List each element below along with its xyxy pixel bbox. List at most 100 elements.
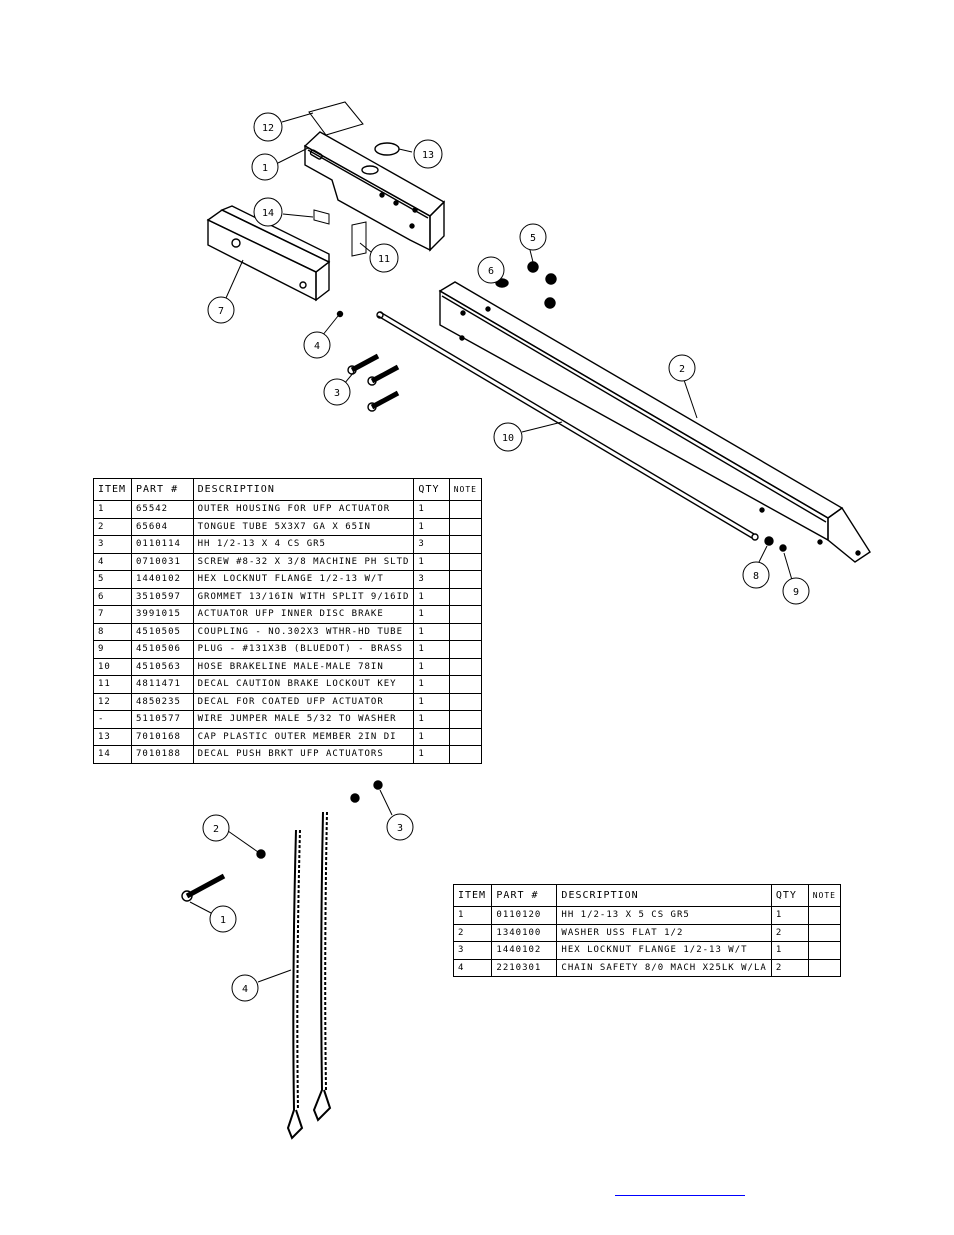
- callout-label: 1: [220, 915, 226, 926]
- table-cell: 1: [413, 692, 450, 711]
- table-cell: 4850235: [131, 692, 194, 711]
- decal-12: [308, 101, 364, 136]
- column-header: DESCRIPTION: [192, 478, 415, 501]
- callout-label: 3: [334, 388, 340, 399]
- callout-6: [477, 256, 505, 284]
- table-cell: [807, 941, 842, 960]
- table-cell: 1: [770, 906, 809, 925]
- table-cell: [807, 958, 842, 977]
- callout-label: 14: [262, 208, 274, 219]
- table-cell: 2: [452, 923, 493, 942]
- callout-label: 6: [488, 266, 494, 277]
- table-cell: DECAL FOR COATED UFP ACTUATOR: [192, 692, 415, 711]
- table-cell: [807, 923, 842, 942]
- column-header: ITEM: [452, 884, 493, 907]
- table-cell: [448, 727, 483, 746]
- table-cell: 4811471: [131, 675, 194, 694]
- table-cell: OUTER HOUSING FOR UFP ACTUATOR: [192, 500, 415, 519]
- actuator-7: [206, 205, 331, 302]
- brakeline-10: [376, 311, 759, 541]
- table-cell: 1440102: [131, 570, 194, 589]
- callout-2: [668, 354, 696, 382]
- table-cell: 2: [770, 923, 809, 942]
- table-cell: 1: [413, 710, 450, 729]
- table-cell: PLUG - #131X3B (BLUEDOT) - BRASS: [192, 640, 415, 659]
- callout-label: 2: [213, 824, 219, 835]
- table-cell: [448, 745, 483, 764]
- callout-label: 4: [314, 341, 320, 352]
- chains-lower-4: [286, 811, 332, 1140]
- table-cell: 1: [93, 500, 132, 519]
- tongue-tube-2: [438, 281, 871, 563]
- table-cell: 0110120: [491, 906, 558, 925]
- table-cell: 7010168: [131, 727, 194, 746]
- grommet-6: [495, 278, 509, 288]
- table-cell: CAP PLASTIC OUTER MEMBER 2IN DI: [192, 727, 415, 746]
- column-header: QTY: [413, 478, 450, 501]
- table-cell: 1: [413, 745, 450, 764]
- table-cell: 1: [413, 587, 450, 606]
- hyperlink-underline[interactable]: [615, 1185, 745, 1196]
- table-cell: 4510563: [131, 657, 194, 676]
- table-cell: ACTUATOR UFP INNER DISC BRAKE: [192, 605, 415, 624]
- callout-label: 13: [422, 150, 434, 161]
- callout-label: 11: [378, 254, 390, 265]
- callouts-upper: [207, 112, 810, 605]
- table-cell: 8: [93, 622, 132, 641]
- callout-3: [323, 378, 351, 406]
- table-cell: [448, 500, 483, 519]
- table-cell: 12: [93, 692, 132, 711]
- table-cell: 65604: [131, 517, 194, 536]
- table-cell: HH 1/2-13 X 5 CS GR5: [556, 906, 772, 925]
- table-cell: 9: [93, 640, 132, 659]
- table-cell: 5110577: [131, 710, 194, 729]
- table-cell: 0110114: [131, 535, 194, 554]
- table-cell: [448, 657, 483, 676]
- table-cell: 4510505: [131, 622, 194, 641]
- table-cell: 10: [93, 657, 132, 676]
- table-cell: [448, 517, 483, 536]
- table-cell: 0710031: [131, 552, 194, 571]
- table-cell: 7: [93, 605, 132, 624]
- table-cell: 1: [413, 500, 450, 519]
- table-cell: 1440102: [491, 941, 558, 960]
- cap-13: [374, 142, 400, 156]
- column-header: PART #: [131, 478, 194, 501]
- table-cell: 14: [93, 745, 132, 764]
- callout-lower-2: [202, 814, 230, 842]
- table-cell: DECAL PUSH BRKT UFP ACTUATORS: [192, 745, 415, 764]
- callout-1: [251, 153, 279, 181]
- table-cell: 2: [93, 517, 132, 536]
- decal-11: [351, 221, 367, 257]
- table-cell: DECAL CAUTION BRAKE LOCKOUT KEY: [192, 675, 415, 694]
- leader-lines: [189, 112, 793, 983]
- table-cell: 1: [413, 675, 450, 694]
- table-cell: 7010188: [131, 745, 194, 764]
- callout-lower-3: [386, 813, 414, 841]
- column-header: NOTE: [807, 884, 842, 907]
- table-cell: 1: [413, 640, 450, 659]
- plug-9: [779, 544, 787, 552]
- table-cell: 11: [93, 675, 132, 694]
- table-cell: [448, 640, 483, 659]
- table-cell: 1: [413, 622, 450, 641]
- table-cell: 4: [93, 552, 132, 571]
- table-cell: 3: [452, 941, 493, 960]
